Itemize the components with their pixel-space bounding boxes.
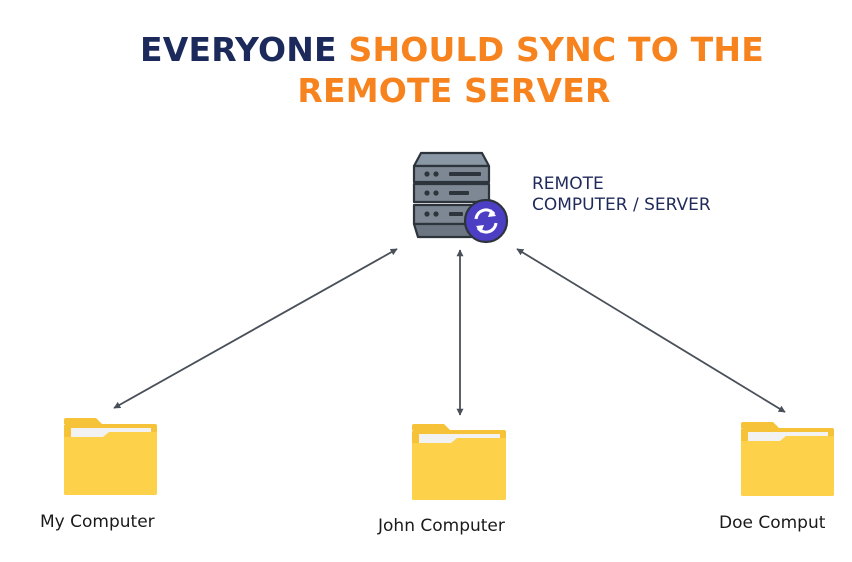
server-label-line-1: REMOTE: [532, 174, 604, 194]
folder-icon-doe-computer: [741, 422, 834, 496]
client-label-john-computer: John Computer: [378, 516, 505, 536]
title-highlight-everyone: EVERYONE: [140, 30, 337, 69]
folder-icon-john-computer: [412, 424, 506, 500]
title-sync-text: SHOULD SYNC TO THE: [348, 30, 764, 69]
server-sync-icon: [412, 151, 509, 244]
slide-title-line-1: EVERYONE SHOULD SYNC TO THE: [26, 30, 852, 70]
server-label-line-2: COMPUTER / SERVER: [532, 195, 711, 215]
folder-icon-my-computer: [64, 418, 157, 495]
server-label: REMOTE COMPUTER / SERVER: [532, 174, 711, 216]
slide-title-line-2: REMOTE SERVER: [297, 71, 611, 110]
sync-arrow-doe-computer: [516, 248, 786, 413]
sync-arrow-my-computer: [113, 248, 398, 409]
sync-badge-icon: [463, 198, 509, 244]
client-label-my-computer: My Computer: [40, 512, 155, 532]
client-label-doe-computer: Doe Comput: [719, 513, 826, 533]
